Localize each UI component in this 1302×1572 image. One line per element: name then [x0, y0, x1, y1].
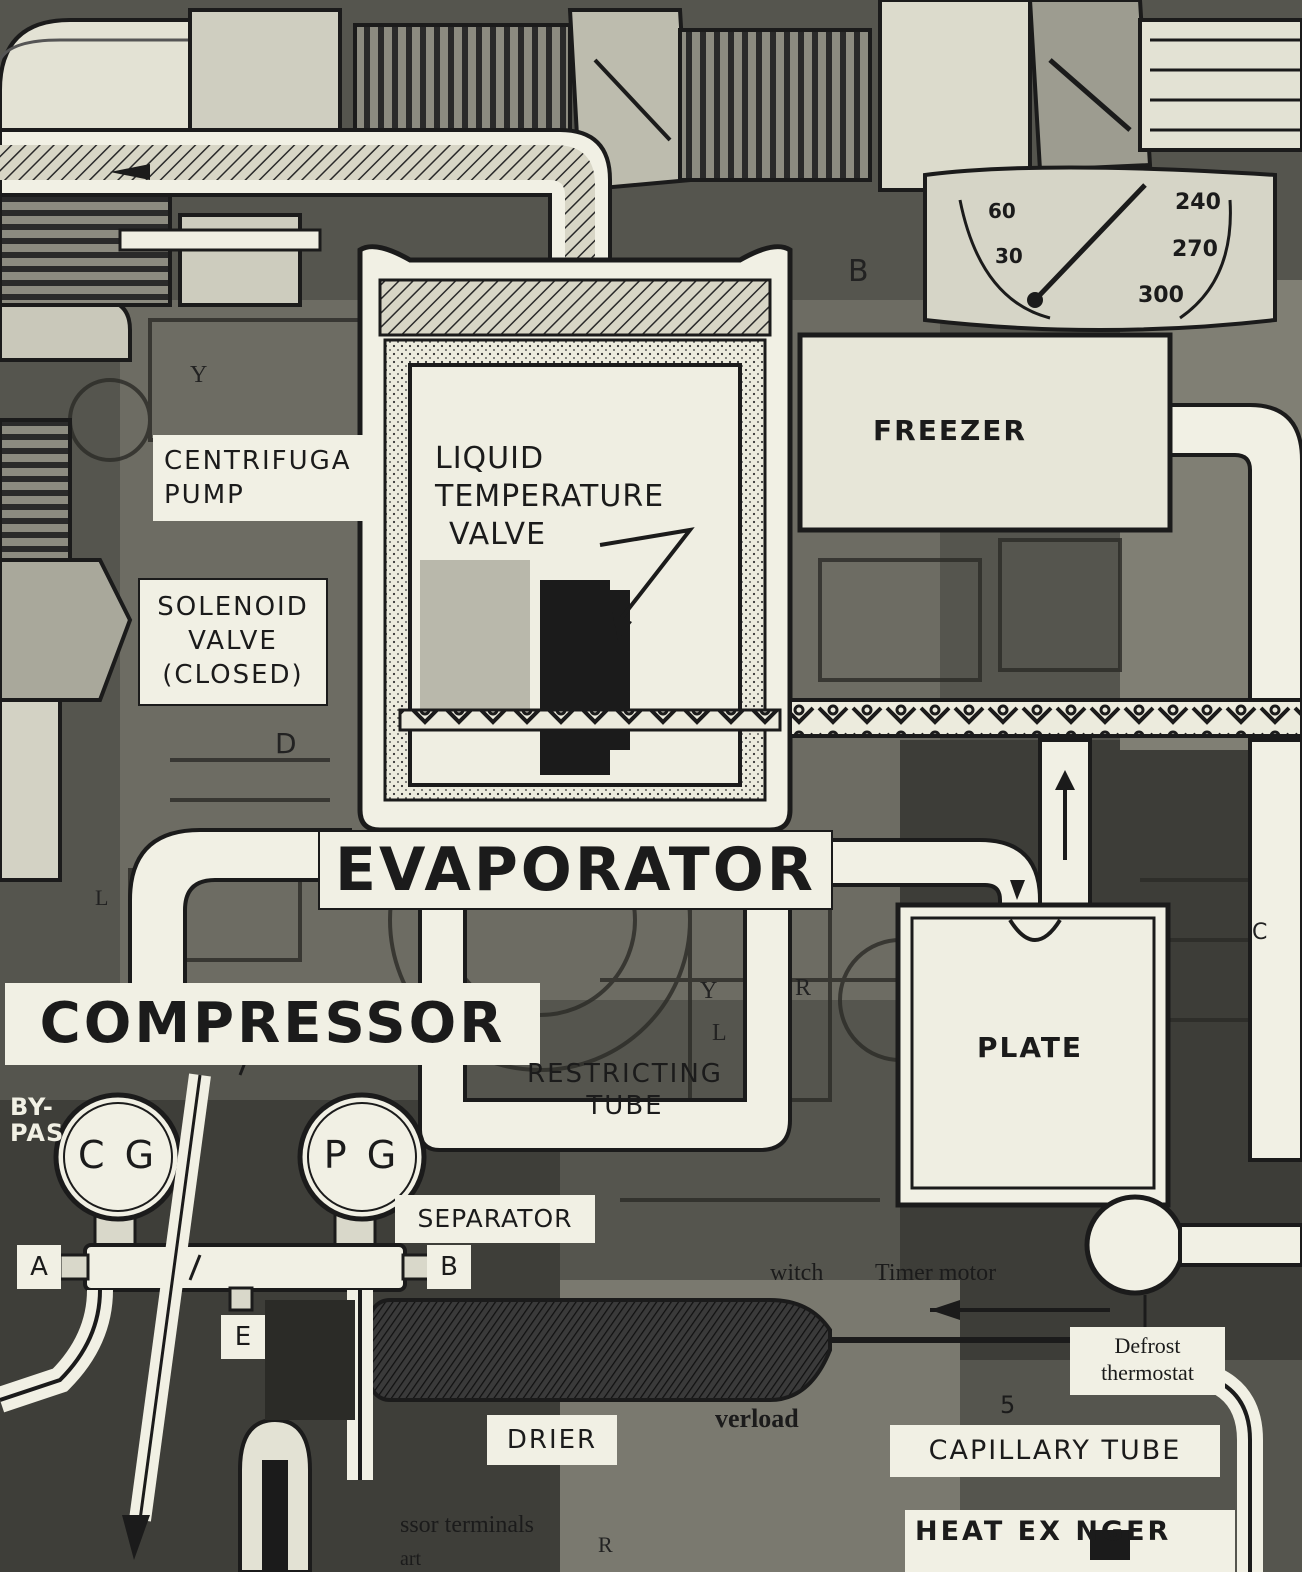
ltv-line-3: VALVE: [449, 517, 547, 552]
bg-letter-r-mid: R: [795, 975, 812, 1001]
dial-tick-240: 240: [1175, 190, 1221, 215]
dial-tick-300: 300: [1138, 283, 1184, 308]
defrost-thermostat-label: Defrost thermostat: [1075, 1332, 1220, 1390]
bg-letter-l-left: L: [95, 885, 109, 910]
plate-label: PLATE: [976, 1031, 1084, 1064]
defrost-line-1: Defrost: [1114, 1333, 1181, 1358]
compressor-label: COMPRESSOR: [10, 988, 535, 1060]
bg-letter-r-bottom: R: [598, 1532, 613, 1557]
bg-letter-b-top: B: [848, 254, 871, 289]
centrifugal-pump-label: CENTRIFUGA PUMP: [158, 440, 358, 516]
cg-gauge-label: C G: [77, 1133, 159, 1177]
freezer-label: FREEZER: [873, 414, 1027, 447]
solenoid-line-2: VALVE: [188, 626, 278, 656]
timer-motor-text: Timer motor: [875, 1260, 997, 1286]
bg-letter-l-mid: L: [712, 1020, 727, 1046]
start-text: art: [400, 1548, 422, 1570]
capillary-tube-label: CAPILLARY TUBE: [895, 1430, 1215, 1472]
ltv-line-1: LIQUID: [435, 441, 545, 476]
dial-tick-270: 270: [1172, 237, 1218, 262]
bypass-line-1: BY-: [10, 1093, 54, 1121]
overload-text: verload: [715, 1404, 799, 1433]
solenoid-valve-label: SOLENOID VALVE (CLOSED): [138, 578, 328, 706]
dial-tick-30: 30: [995, 244, 1023, 268]
manifold-a-label: A: [22, 1250, 56, 1284]
bg-letter-y-top: Y: [190, 362, 208, 388]
separator-label: SEPARATOR: [400, 1200, 590, 1238]
heat-exchanger-label: HEAT EX NGER: [915, 1516, 1172, 1547]
bypass-line-2: PAS: [10, 1119, 65, 1147]
switch-text: witch: [770, 1260, 824, 1286]
bg-letter-c-right: C: [1252, 920, 1270, 945]
restricting-tube-label: RESTRICTING TUBE: [510, 1058, 740, 1122]
manifold-b-label: B: [432, 1250, 466, 1284]
manifold-e-label: E: [226, 1320, 260, 1354]
solenoid-line-3: (CLOSED): [162, 660, 304, 690]
pump-line-2: PUMP: [164, 480, 245, 510]
liquid-temperature-valve-label: LIQUID TEMPERATURE VALVE: [435, 440, 735, 554]
defrost-line-2: thermostat: [1101, 1360, 1194, 1385]
bg-letter-d: D: [275, 727, 299, 760]
drier-label: DRIER: [492, 1420, 612, 1460]
solenoid-line-1: SOLENOID: [157, 592, 309, 622]
restricting-line-2: TUBE: [586, 1091, 664, 1121]
evaporator-label: EVAPORATOR: [318, 830, 833, 910]
restricting-line-1: RESTRICTING: [527, 1059, 723, 1089]
pg-gauge-label: P G: [323, 1133, 401, 1177]
dial-tick-60: 60: [988, 199, 1016, 223]
pump-line-1: CENTRIFUGA: [164, 446, 352, 476]
compressor-terminals-text: ssor terminals: [400, 1512, 534, 1538]
bg-letter-y-mid: Y: [700, 978, 718, 1004]
bg-number-5: 5: [1000, 1391, 1018, 1419]
by-pass-label: BY- PAS: [10, 1094, 70, 1146]
ltv-line-2: TEMPERATURE: [435, 479, 665, 514]
